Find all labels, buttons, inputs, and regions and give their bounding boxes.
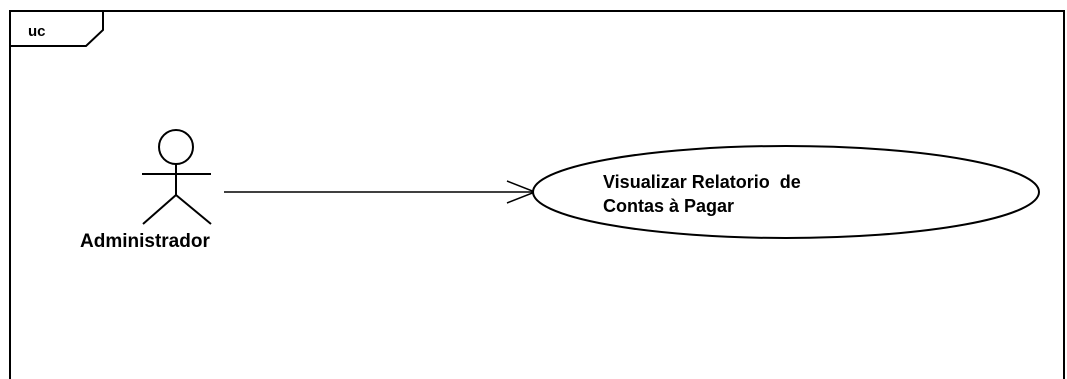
frame-tag-box (10, 11, 104, 47)
use-case-visualizar-relatorio[interactable]: Visualizar Relatorio de Contas à Pagar (532, 145, 1040, 239)
actor-right-leg (175, 194, 212, 225)
actor-left-leg (142, 194, 177, 225)
diagram-frame: uc (9, 10, 1065, 379)
use-case-label-line1: Visualizar Relatorio de (603, 172, 801, 192)
actor-head (158, 129, 194, 165)
frame-tag-label: uc (28, 23, 46, 40)
frame-border (9, 10, 1065, 379)
use-case-label-line2: Contas à Pagar (603, 196, 734, 216)
association-arrow[interactable] (224, 180, 538, 204)
actor-name: Administrador (80, 231, 210, 252)
use-case-ellipse (532, 145, 1040, 239)
actor-administrador[interactable]: Administrador (80, 129, 212, 252)
